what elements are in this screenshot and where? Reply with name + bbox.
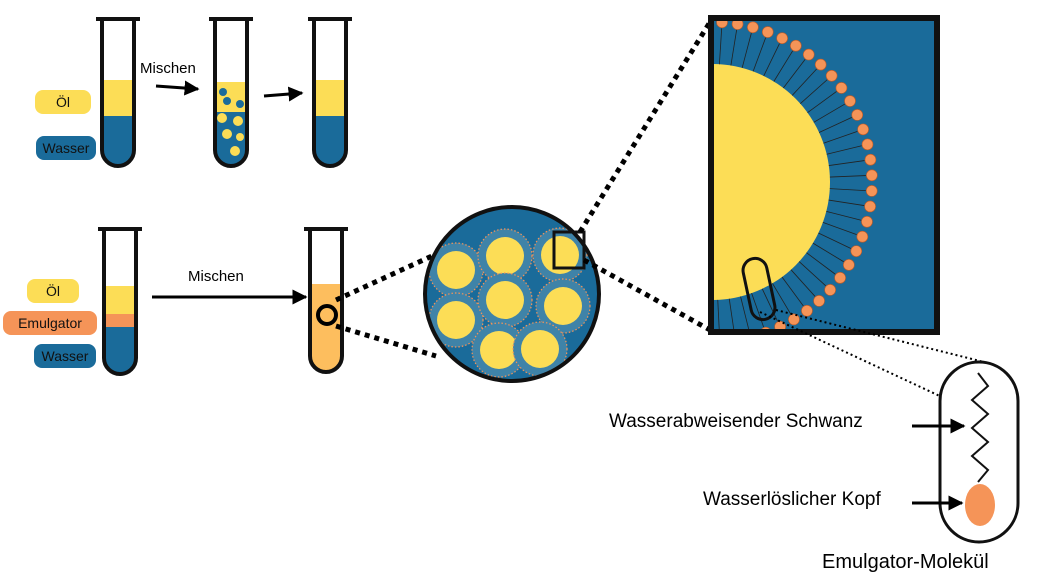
- emulsifier-head: [850, 245, 863, 257]
- emulsifier-head: [865, 185, 878, 197]
- oil-droplets: [217, 84, 244, 156]
- emulsifier-head: [730, 335, 741, 346]
- emulsifier-head: [834, 272, 846, 284]
- label-water-top: Wasser: [36, 136, 96, 160]
- emulsifier-head: [731, 20, 744, 30]
- emulsifier-head: [714, 336, 725, 347]
- emulsion-droplet: [535, 278, 591, 334]
- top-tube-resettled: [308, 17, 352, 168]
- emulsion-droplet: [428, 242, 484, 298]
- top-tube-mixed: [209, 17, 253, 168]
- emulsifier-head: [790, 39, 802, 52]
- top-tube-separated: [96, 17, 140, 168]
- emulsifier-head: [814, 58, 827, 71]
- emulsifier-head: [801, 304, 813, 317]
- emulsifier-head: [824, 284, 836, 296]
- emulsifier-head: [788, 313, 800, 326]
- emulsion-droplet: [477, 272, 533, 328]
- label-water-bottom: Wasser: [34, 344, 96, 368]
- emulsifier-head: [861, 215, 873, 228]
- emulsifier-head: [856, 230, 869, 243]
- emulsifier-head: [864, 153, 877, 166]
- emulsifier-head: [813, 295, 825, 307]
- molecule-tail: [970, 372, 990, 483]
- tail-label: Wasserabweisender Schwanz: [609, 411, 863, 432]
- molecule-head: [965, 484, 995, 526]
- bottom-tube-layers: [98, 227, 142, 376]
- emulsifier-molecule-icon: [938, 360, 1020, 544]
- emulsifier-head: [802, 48, 815, 61]
- emulsifier-head: [864, 200, 876, 213]
- emulsion-droplet: [471, 322, 527, 378]
- emulsion-droplet: [477, 228, 533, 284]
- emulsifier-head: [844, 95, 856, 107]
- droplet-closeup: [708, 15, 940, 347]
- label-oil-bottom: Öl: [27, 279, 79, 303]
- label-oil-top: Öl: [35, 90, 91, 114]
- emulsifier-head: [761, 26, 774, 38]
- head-label: Wasserlöslicher Kopf: [703, 489, 881, 510]
- emulsifier-head: [861, 138, 874, 151]
- label-emulsifier: Emulgator: [3, 311, 97, 335]
- emulsifier-head: [716, 20, 728, 29]
- emulsifier-head: [843, 259, 855, 271]
- zoom-square: [552, 230, 586, 270]
- emulsion-droplet: [428, 292, 484, 348]
- emulsion-droplet: [512, 321, 568, 377]
- emulsifier-head: [835, 82, 848, 94]
- top-settle-arrow: [263, 86, 304, 102]
- molecule-caption: Emulgator-Molekül: [822, 551, 989, 573]
- emulsifier-head: [776, 32, 788, 44]
- emulsifier-head: [747, 21, 759, 34]
- emulsifier-head: [851, 109, 864, 121]
- emulsion-magnified: [423, 205, 601, 383]
- bottom-mix-label: Mischen: [188, 268, 244, 285]
- emulsifier-head: [866, 169, 878, 182]
- emulsifier-head: [857, 123, 869, 136]
- zoom-marker-circle: [316, 304, 338, 326]
- molecule-highlight: [741, 256, 777, 322]
- emulsifier-head: [825, 69, 838, 82]
- top-mix-label: Mischen: [140, 60, 196, 77]
- top-mix-arrow: [155, 80, 200, 96]
- bottom-tube-emulsion: [304, 227, 348, 374]
